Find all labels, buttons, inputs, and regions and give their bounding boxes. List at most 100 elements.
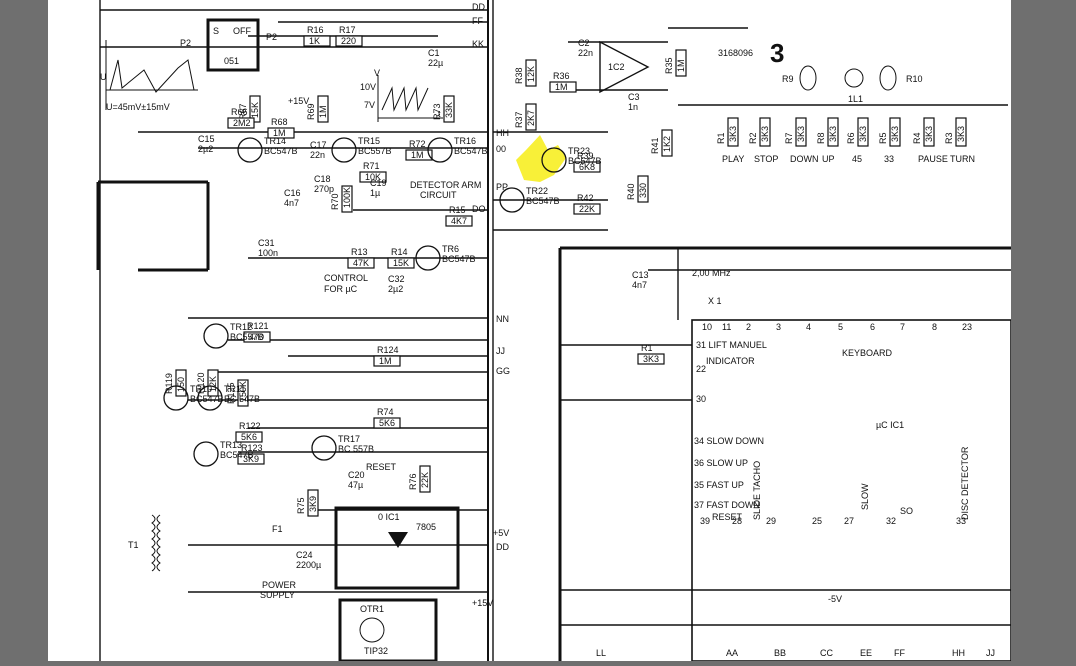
control-line2: FOR µC [324, 284, 358, 294]
switch-name: 051 [224, 56, 239, 66]
bus-label: HH [496, 128, 509, 138]
resistor-ref: R1 [641, 343, 653, 353]
crystal-freq: 2,00 MHz [692, 268, 731, 278]
key-function: 45 [852, 154, 862, 164]
transistor-symbol [163, 385, 189, 411]
highlight-mark [516, 135, 566, 182]
key-resistor-value: 3K3 [728, 126, 738, 142]
regulator-name: 0 IC1 [378, 512, 400, 522]
resistor-ref: R42 [577, 193, 594, 203]
resistor-body [675, 49, 687, 77]
key-resistor [827, 117, 839, 147]
transistor-ref: TR22 [526, 186, 548, 196]
resistor-ref: R67 [238, 103, 248, 120]
resistor-value: 12K [526, 66, 536, 82]
resistor-ref: R124 [377, 345, 399, 355]
resistor-ref: R76 [408, 473, 418, 490]
capacitor-ref: C24 [296, 550, 313, 560]
transistor-ref: TR17 [338, 434, 360, 444]
resistor-body [373, 417, 401, 429]
uc-top-pin: 2 [746, 322, 751, 332]
capacitor-value: 1n [628, 102, 638, 112]
capacitor-value: 22µ [428, 58, 443, 68]
crystal-ref: X 1 [708, 296, 722, 306]
capacitor-ref: C15 [198, 134, 215, 144]
uc-bottom-pin: 27 [844, 516, 854, 526]
resistor-ref: R68 [271, 117, 288, 127]
resistor-value: 2K7 [526, 110, 536, 126]
transistor-symbol [197, 385, 223, 411]
resistor-body [249, 95, 261, 123]
resistor-ref: R119 [164, 373, 174, 394]
uc-top-pin: 10 [702, 322, 712, 332]
transistor-ref: TR14 [264, 136, 286, 146]
sawtooth-axis-v: V [374, 68, 380, 78]
lamp-r9: R9 [782, 74, 794, 84]
resistor-ref: R123 [241, 443, 263, 453]
resistor-ref: R37 [514, 111, 524, 128]
bottom-bus-label: HH [952, 648, 965, 658]
drawing-number: 3168096 [718, 48, 753, 58]
uc-pin-30: 30 [696, 394, 706, 404]
transformer-label: T1 [128, 540, 139, 550]
bus-label-top: DD [472, 2, 485, 12]
capacitor-ref: C17 [310, 140, 327, 150]
detector-arm-line2: CIRCUIT [420, 190, 457, 200]
resistor-ref: R40 [626, 183, 636, 200]
uc-input-pin: 34 SLOW DOWN [694, 436, 764, 446]
resistor-value: 100K [342, 187, 352, 208]
capacitor-ref: C3 [628, 92, 640, 102]
resistor-value: 1K2 [662, 136, 672, 152]
fuse-label: F1 [272, 524, 283, 534]
indicator-lamps [799, 65, 897, 91]
capacitor-value: 2µ2 [388, 284, 403, 294]
so-label: SO [900, 506, 913, 516]
transistor-type: BC547B [220, 450, 254, 460]
bus-label-top: KK [472, 39, 484, 49]
key-function: STOP [754, 154, 778, 164]
resistor-ref: R14 [391, 247, 408, 257]
resistor-body [573, 203, 601, 215]
uc-label: µC IC1 [876, 420, 904, 430]
transistor-ref: TR11 [224, 384, 245, 394]
resistor-value: 4K7 [451, 216, 467, 226]
transistor-type: BC547B [454, 146, 488, 156]
uc-bottom-pin: 28 [732, 516, 742, 526]
resistor-body [335, 35, 363, 47]
page-number: 3 [770, 38, 784, 68]
detector-arm-line1: DETECTOR ARM [410, 180, 481, 190]
uc-top-pin: 23 [962, 322, 972, 332]
schematic-page: S OFF 051 P2 P2 U U=45mV±15mV V 10V [48, 0, 1012, 663]
otr1-part: TIP32 [364, 646, 388, 656]
supply-plus5: +5V [493, 528, 509, 538]
key-resistor-ref: R2 [748, 132, 758, 144]
transformer-t1 [151, 514, 161, 572]
resistor-body [661, 129, 673, 157]
resistor-value: 22K [420, 472, 430, 488]
supply-plus15: +15V [288, 96, 309, 106]
resistor-ref: R69 [306, 103, 316, 120]
key-resistor-ref: R8 [816, 132, 826, 144]
key-resistor [795, 117, 807, 147]
waveform-sawtooth: V 10V 7V t [360, 68, 443, 122]
slide-tacho-label: SLIDE TACHO [752, 461, 762, 520]
resistor-ref: R74 [377, 407, 394, 417]
switch-pin-out: P2 [266, 32, 277, 42]
disc-detector-label: DISC DETECTOR [960, 446, 970, 520]
waveform-caption: U=45mV±15mV [106, 102, 170, 112]
resistor-body [637, 175, 649, 203]
bus-label: NN [496, 314, 509, 324]
supply-plus15-b: +15V [472, 598, 493, 608]
viewer-margin-left [0, 0, 48, 661]
resistor-value: 220 [341, 36, 356, 46]
transistor-symbol [203, 323, 229, 349]
transistor-type: BC547B [526, 196, 560, 206]
transistor-otr1: OTR1 TIP32 [338, 598, 438, 663]
opamp-name: 1C2 [608, 62, 625, 72]
resistor-body [243, 331, 271, 343]
resistor-value: 1M [379, 356, 392, 366]
transistor-symbol [237, 137, 263, 163]
sawtooth-10v: 10V [360, 82, 376, 92]
resistor-ref: R120 [196, 372, 206, 394]
